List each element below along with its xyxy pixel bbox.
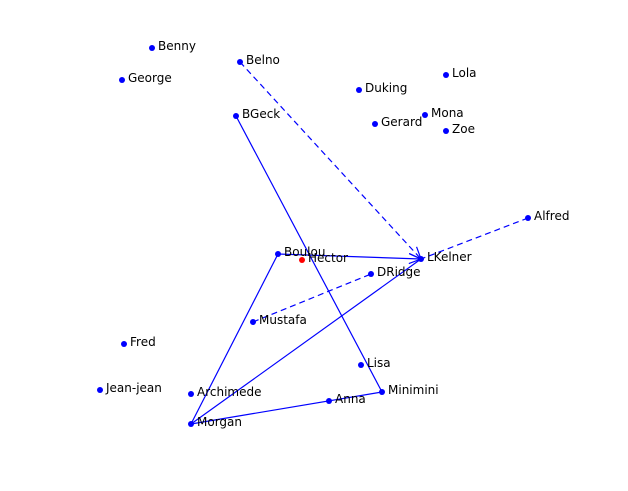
node-lola: [443, 72, 449, 78]
edge-bgeck-minimini: [235, 115, 383, 393]
nodes-layer: [97, 45, 531, 427]
node-hector: [299, 257, 305, 263]
node-label-anna: Anna: [335, 392, 366, 406]
edge-boulou-lkelner: [277, 254, 421, 259]
node-mustafa: [250, 319, 256, 325]
node-label-dridge: DRidge: [377, 265, 421, 279]
node-benny: [149, 45, 155, 51]
node-label-duking: Duking: [365, 81, 407, 95]
node-fred: [121, 341, 127, 347]
node-gerard: [372, 121, 378, 127]
node-label-benny: Benny: [158, 39, 196, 53]
node-archimede: [188, 391, 194, 397]
node-label-alfred: Alfred: [534, 209, 569, 223]
node-label-lkelner: LKelner: [427, 250, 472, 264]
node-label-morgan: Morgan: [197, 415, 242, 429]
node-label-fred: Fred: [130, 335, 156, 349]
node-label-hector: Hector: [308, 251, 348, 265]
node-label-lola: Lola: [452, 66, 477, 80]
node-zoe: [443, 128, 449, 134]
node-label-mona: Mona: [431, 106, 464, 120]
node-belno: [237, 59, 243, 65]
node-label-zoe: Zoe: [452, 122, 475, 136]
edge-morgan-minimini: [190, 391, 383, 425]
node-label-jean-jean: Jean-jean: [105, 381, 162, 395]
node-minimini: [379, 389, 385, 395]
edge-belno-lkelner: [239, 61, 421, 259]
edge-morgan-lkelner: [190, 258, 422, 425]
node-george: [119, 77, 125, 83]
edge-mustafa-dridge: [252, 273, 372, 323]
node-label-minimini: Minimini: [388, 383, 439, 397]
node-jean-jean: [97, 387, 103, 393]
node-label-gerard: Gerard: [381, 115, 422, 129]
node-mona: [422, 112, 428, 118]
edges-layer: [190, 61, 529, 425]
node-lisa: [358, 362, 364, 368]
node-lkelner: [418, 256, 424, 262]
node-boulou: [275, 251, 281, 257]
node-label-boulou: Boulou: [284, 245, 325, 259]
node-bgeck: [233, 113, 239, 119]
node-duking: [356, 87, 362, 93]
node-label-mustafa: Mustafa: [259, 313, 307, 327]
node-label-lisa: Lisa: [367, 356, 391, 370]
node-label-archimede: Archimede: [197, 385, 262, 399]
edge-alfred-lkelner: [420, 217, 529, 260]
node-dridge: [368, 271, 374, 277]
node-label-bgeck: BGeck: [242, 107, 280, 121]
node-label-george: George: [128, 71, 172, 85]
node-label-belno: Belno: [246, 53, 280, 67]
node-morgan: [188, 421, 194, 427]
node-anna: [326, 398, 332, 404]
node-alfred: [525, 215, 531, 221]
edge-boulou-morgan: [190, 253, 279, 425]
